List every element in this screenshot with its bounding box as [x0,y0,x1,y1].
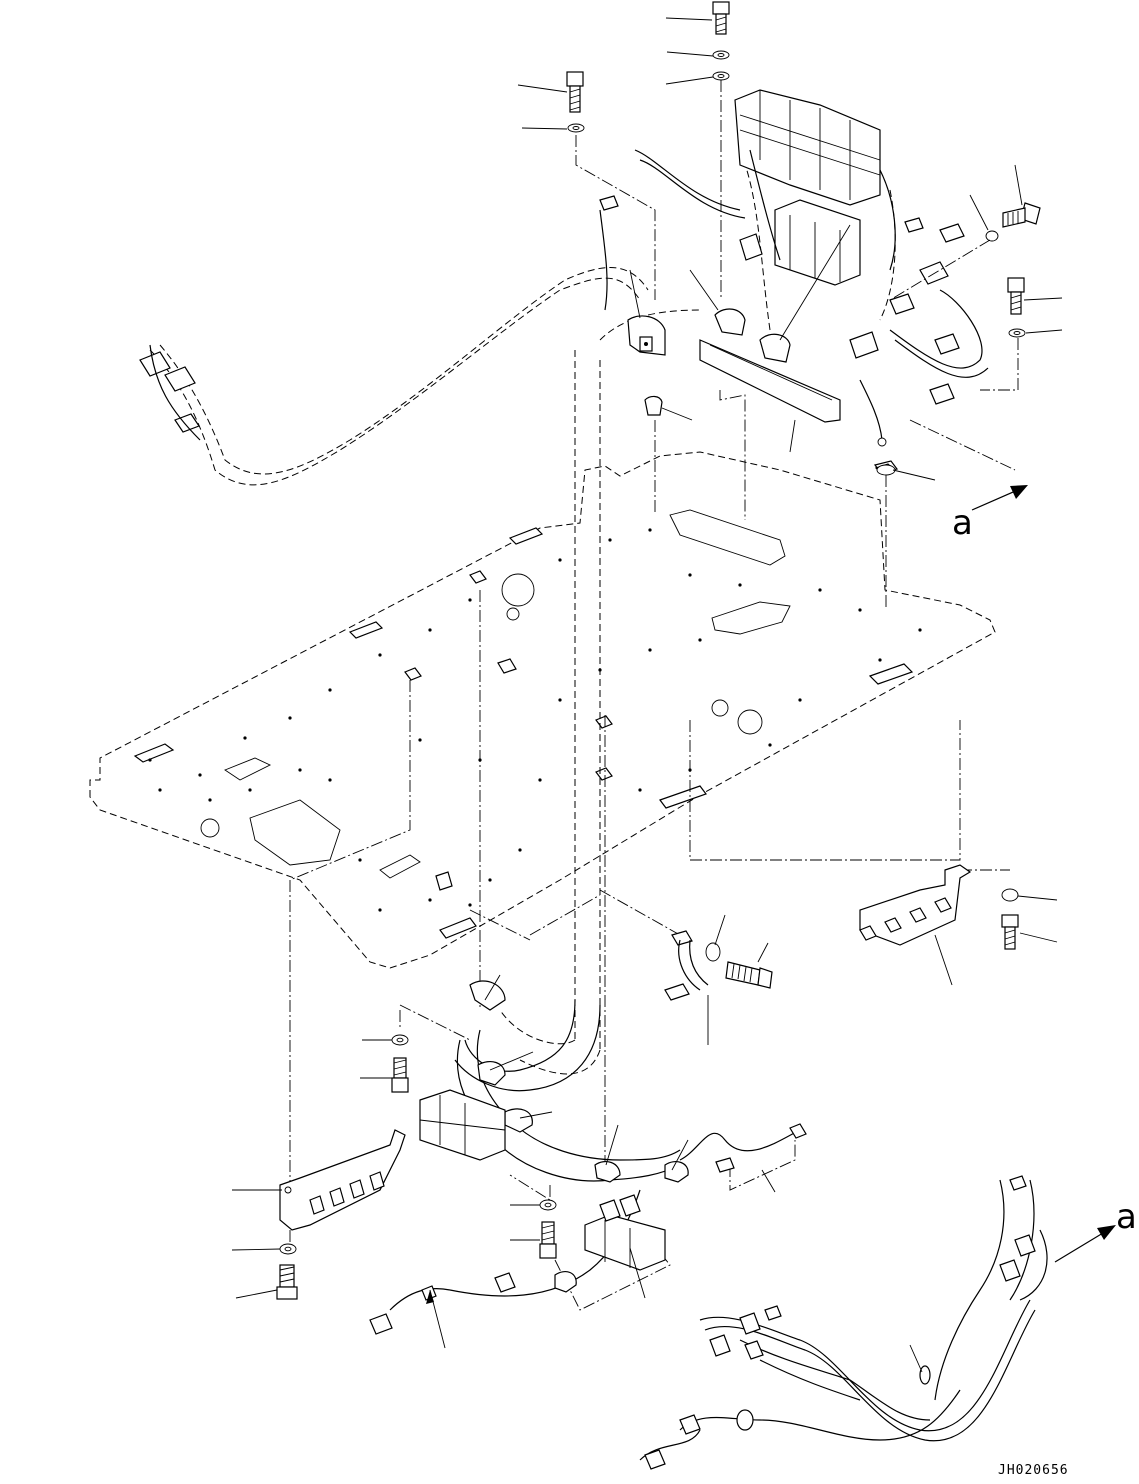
left-top-connector [139,344,201,441]
drawing-code: JH020656 [998,1463,1069,1478]
upper-clamps [627,308,899,474]
ground-strap [664,930,773,1001]
floor-plate [89,451,996,969]
leader-lines [231,17,1063,1373]
lower-relays [369,1089,666,1335]
view-label-a-detail: a [1116,1197,1137,1237]
bolt-right [1007,277,1025,315]
fuse-relay-block [599,89,989,447]
view-label-a-main: a [952,503,973,543]
bolt-top-left [566,71,584,113]
bolt-right-angled [1002,202,1041,228]
right-bracket [859,864,1019,950]
lower-harness [389,980,807,1311]
view-arrows [971,485,1116,1263]
detail-a-harness [639,1175,1048,1470]
center-lines [289,80,1019,1311]
left-bracket [276,1034,557,1300]
bolt-top-center [712,1,730,35]
harness-routing [149,149,896,1075]
